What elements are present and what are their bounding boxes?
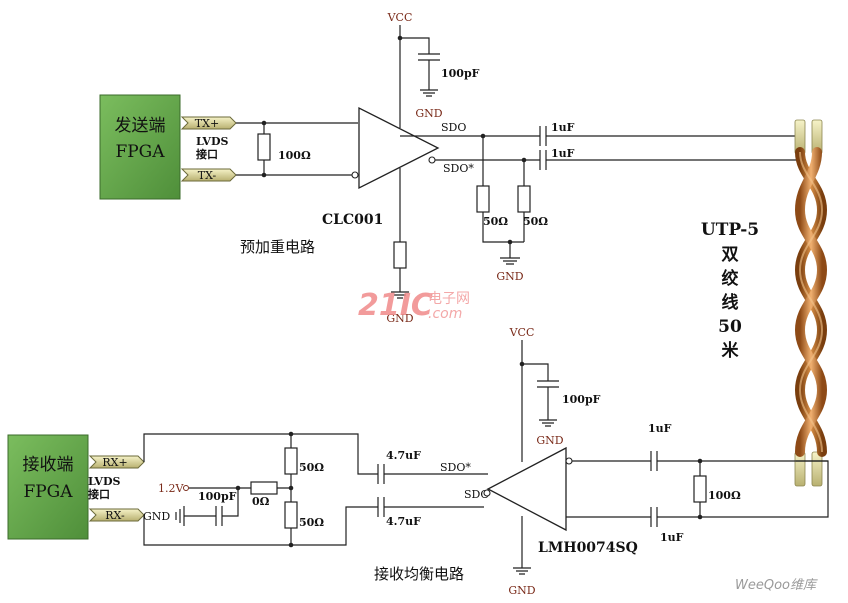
tx-cap-top-value: 100pF [441, 67, 480, 80]
rx-lvds-label: LVDS [88, 475, 121, 488]
rx-cap-bias-value: 100pF [198, 490, 237, 503]
rx-equalizer-amplifier [486, 446, 567, 532]
tx-driver-amplifier [358, 106, 440, 190]
rx-cap-in2-value: 4.7uF [386, 515, 421, 528]
tx-bias-resistor [393, 241, 407, 269]
tx-shunt-resistor-1-value: 50Ω [483, 215, 508, 228]
rx-gnd-bottom-label: GND [508, 584, 535, 597]
cable-label-4: 线 [722, 292, 739, 313]
svg-text:RX+: RX+ [102, 456, 127, 469]
rx-bias-resistor-value: 0Ω [252, 495, 270, 508]
utp-cable: UTP-5 双 绞 线 50 米 [701, 119, 828, 487]
svg-text:RX-: RX- [105, 509, 125, 522]
rx-vcc-label: VCC [509, 326, 535, 339]
cable-label-2: 双 [722, 245, 739, 265]
tx-port-pos: TX+ [180, 116, 237, 130]
rx-cap-out1-value: 1uF [648, 422, 672, 435]
tx-sdo-label: SDO [441, 121, 466, 134]
tx-cap-out2-value: 1uF [551, 147, 575, 160]
rx-port-pos: RX+ [88, 455, 145, 469]
rx-lvds-label-2: 接口 [88, 487, 110, 501]
tx-fpga-label-cn: 发送端 [115, 116, 166, 136]
rx-port-neg: RX- [88, 508, 145, 522]
rx-section: 接收端 FPGA RX+ RX- LVDS 接口 50Ω 50Ω 1.2V 0Ω [7, 326, 829, 597]
rx-divider-resistor-top-value: 50Ω [299, 461, 324, 474]
rx-fpga-label-en: FPGA [23, 482, 73, 502]
tx-shunt-resistor-1 [476, 185, 490, 213]
rx-chip-label: LMH0074SQ [538, 540, 638, 556]
svg-text:电子网: 电子网 [428, 291, 470, 307]
tx-gnd-top-label: GND [415, 107, 442, 120]
rx-gnd-left-label: GND [143, 510, 170, 523]
tx-lvds-label-2: 接口 [196, 147, 218, 161]
tx-gnd-bottom-label: GND [386, 312, 413, 325]
rx-divider-resistor-top [284, 447, 298, 475]
watermark-logo: 21IC 电子网 .com [358, 288, 470, 323]
tx-gnd-out-label: GND [496, 270, 523, 283]
svg-text:TX-: TX- [198, 169, 217, 182]
cable-label-type: UTP-5 [701, 220, 759, 240]
tx-caption: 预加重电路 [240, 238, 315, 256]
rx-bias-resistor [250, 481, 278, 495]
tx-sdo-n-label: SDO* [443, 162, 474, 175]
rx-term-resistor-value: 100Ω [708, 489, 741, 502]
tx-shunt-resistor-2 [517, 185, 531, 213]
rx-sdo-label: SDO [464, 488, 489, 501]
tx-fpga-label-en: FPGA [115, 142, 165, 162]
tx-chip-label: CLC001 [322, 212, 383, 228]
rx-fpga-label-cn: 接收端 [23, 455, 74, 475]
rx-cap-top-value: 100pF [562, 393, 601, 406]
tx-fpga-block [99, 94, 181, 200]
rx-sdo-n-label: SDO* [440, 461, 471, 474]
rx-cap-out2-value: 1uF [660, 531, 684, 544]
tx-term-resistor-value: 100Ω [278, 149, 311, 162]
watermark-corner: WeeQoo维库 [735, 578, 818, 593]
svg-text:21IC: 21IC [358, 288, 433, 323]
cable-label-3: 绞 [722, 268, 739, 289]
cable-label-length: 50 [718, 317, 742, 337]
tx-vcc-label: VCC [387, 11, 413, 24]
rx-divider-resistor-bottom [284, 501, 298, 529]
tx-port-neg: TX- [180, 168, 237, 182]
rx-term-resistor [693, 475, 707, 503]
svg-text:.com: .com [428, 306, 462, 322]
svg-text:TX+: TX+ [195, 117, 219, 130]
tx-term-resistor [257, 133, 271, 161]
rx-fpga-block [7, 434, 89, 540]
rx-gnd-top-label: GND [536, 434, 563, 447]
cable-label-6: 米 [722, 340, 740, 361]
tx-lvds-label: LVDS [196, 135, 229, 148]
rx-caption: 接收均衡电路 [374, 565, 464, 583]
rx-cap-in1-value: 4.7uF [386, 449, 421, 462]
tx-cap-out1-value: 1uF [551, 121, 575, 134]
rx-bias-voltage-label: 1.2V [158, 482, 184, 495]
tx-section: 发送端 FPGA TX+ TX- LVDS 接口 100Ω VCC [99, 11, 796, 325]
rx-divider-resistor-bottom-value: 50Ω [299, 516, 324, 529]
tx-shunt-resistor-2-value: 50Ω [523, 215, 548, 228]
